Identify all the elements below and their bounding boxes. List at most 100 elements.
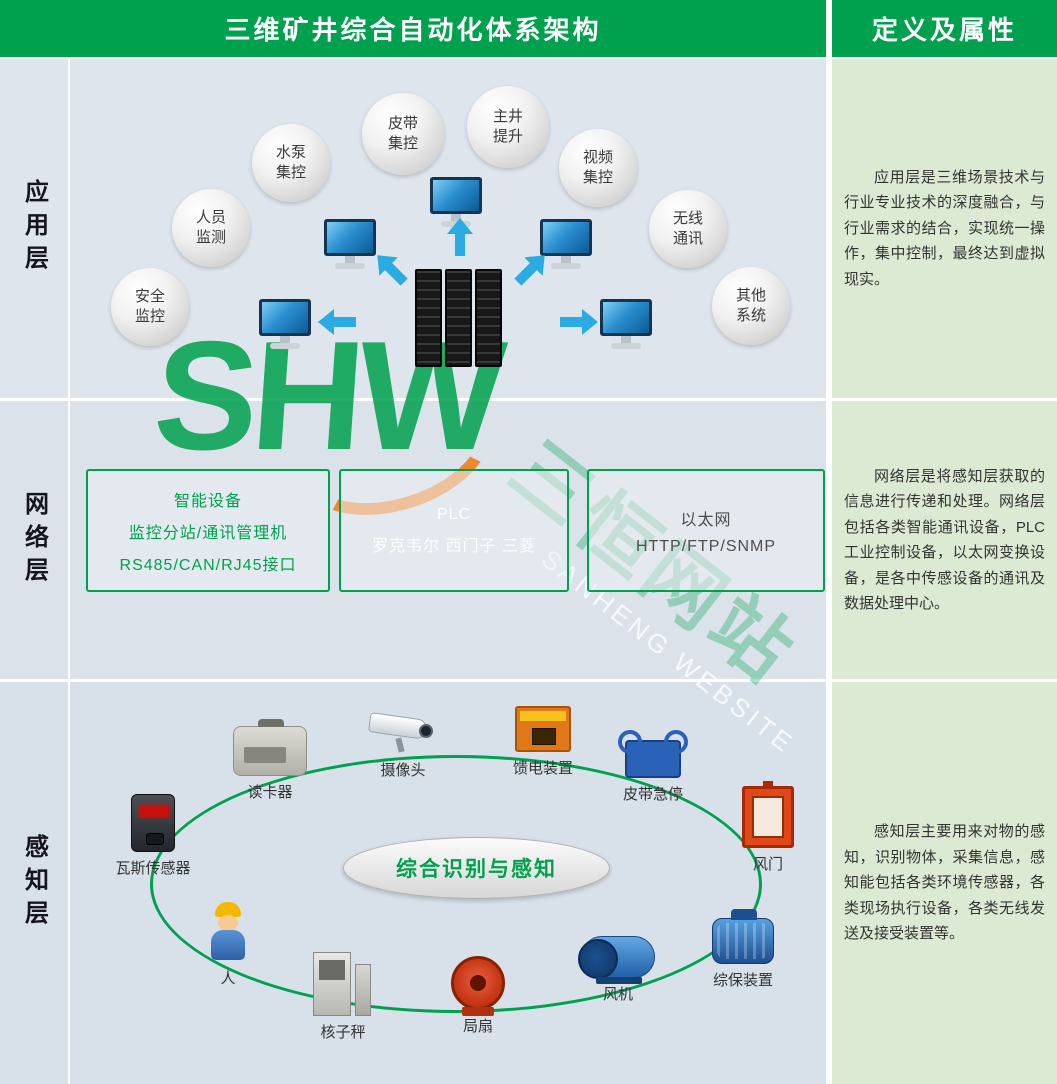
network-box-line: HTTP/FTP/SNMP [635,537,777,555]
device-label: 瓦斯传感器 [115,860,191,877]
device-label: 核子秤 [320,1024,366,1041]
network-box-plc: PLC 罗克韦尔 西门子 三菱 [339,469,569,592]
gas-sensor-icon [131,794,175,852]
belt-stop-icon [618,730,688,778]
column-divider [826,401,832,679]
device-belt-stop: 皮带急停 [608,730,698,804]
app-bubble: 人员监测 [172,189,250,267]
header-divider [826,0,832,57]
network-layer-description: 网络层是将感知层获取的信息进行传递和处理。网络层包括各类智能通讯设备，PLC工业… [832,401,1057,679]
protection-device-icon [712,909,774,964]
device-local-fan: 局扇 [433,956,523,1036]
main-title: 三维矿井综合自动化体系架构 [0,0,826,57]
app-bubble: 水泵集控 [252,124,330,202]
network-layer-label: 网络层 [0,401,70,679]
network-layer-content: 智能设备 监控分站/通讯管理机 RS485/CAN/RJ45接口 PLC 罗克韦… [70,401,826,679]
application-layer-row: 应用层 安全监控 人员监测 水泵集控 皮带集控 主井提升 视频集控 无线通讯 其… [0,59,1057,398]
device-gas-sensor: 瓦斯传感器 [108,794,198,878]
app-bubble: 视频集控 [559,129,637,207]
device-label: 局扇 [462,1018,493,1035]
network-box-line: 以太网 [680,511,732,529]
layer-label-text: 应用层 [20,179,48,278]
monitor-icon [600,299,652,349]
camera-icon [367,710,439,754]
device-label: 读卡器 [247,784,293,801]
description-text: 网络层是将感知层获取的信息进行传递和处理。网络层包括各类智能通讯设备，PLC工业… [844,467,1045,613]
arrow-right-icon [560,309,600,335]
app-bubble: 安全监控 [111,268,189,346]
definition-title-text: 定义及属性 [871,15,1017,45]
app-bubble-label: 主井提升 [492,107,523,145]
air-door-icon [742,781,794,848]
fan-icon [578,936,655,984]
device-feeder: 馈电装置 [498,706,588,778]
device-card-reader: 读卡器 [225,719,315,802]
app-bubble: 皮带集控 [362,93,444,175]
row-divider [0,679,1057,682]
card-reader-icon [233,719,307,776]
device-label: 风机 [602,986,633,1003]
arrow-up-icon [447,216,473,256]
device-label: 综保装置 [712,972,773,989]
monitor-icon [540,219,592,269]
monitor-icon [430,177,482,227]
row-divider [0,57,1057,59]
application-layer-description: 应用层是三维场景技术与行业专业技术的深度融合，与行业需求的结合，实现统一操作，集… [832,59,1057,398]
arrow-left-icon [316,309,356,335]
device-air-door: 风门 [723,781,813,874]
network-layer-row: 网络层 智能设备 监控分站/通讯管理机 RS485/CAN/RJ45接口 PLC… [0,401,1057,679]
network-box-line: PLC [436,505,472,523]
device-label: 人 [220,970,236,987]
perception-center-text: 综合识别与感知 [396,858,557,881]
perception-layer-description: 感知层主要用来对物的感知，识别物体，采集信息，感知能包括各类环境传感器，各类现场… [832,682,1057,1084]
device-label: 皮带急停 [622,786,683,803]
app-bubble-label: 安全监控 [134,287,165,325]
network-box-line: 智能设备 [173,492,242,510]
device-protection: 综保装置 [698,908,788,990]
app-bubble-label: 无线通讯 [672,209,703,247]
perception-layer-label: 感知层 [0,682,70,1084]
device-fan: 风机 [573,936,663,1004]
main-title-text: 三维矿井综合自动化体系架构 [224,15,602,45]
monitor-icon [259,299,311,349]
feeder-icon [515,706,571,752]
layer-label-text: 网络层 [20,490,48,590]
device-person: 人 [183,902,273,988]
perception-layer-content: 综合识别与感知 瓦斯传感器 读卡器 摄像头 馈电装置 皮带急停 [70,682,826,1084]
network-box-smart-devices: 智能设备 监控分站/通讯管理机 RS485/CAN/RJ45接口 [86,469,330,592]
network-box-ethernet: 以太网 HTTP/FTP/SNMP [587,469,825,592]
app-bubble-label: 其他系统 [735,286,766,324]
app-bubble-label: 人员监测 [195,208,226,246]
perception-layer-row: 感知层 综合识别与感知 瓦斯传感器 读卡器 摄像头 馈电装置 [0,682,1057,1084]
header: 三维矿井综合自动化体系架构 定义及属性 [0,0,1057,57]
device-label: 馈电装置 [512,760,573,777]
person-icon [206,902,250,962]
device-camera: 摄像头 [358,710,448,780]
row-divider [0,398,1057,401]
monitor-icon [324,219,376,269]
app-bubble: 其他系统 [712,267,790,345]
app-bubble-label: 皮带集控 [387,114,418,152]
perception-center: 综合识别与感知 [343,837,610,899]
local-fan-icon [451,956,505,1016]
network-box-line: 罗克韦尔 西门子 三菱 [372,537,536,555]
perception-ring [150,755,762,1013]
column-divider [826,682,832,1084]
column-divider [826,59,832,398]
app-bubble-label: 视频集控 [582,148,613,186]
application-layer-content: 安全监控 人员监测 水泵集控 皮带集控 主井提升 视频集控 无线通讯 其他系统 [70,59,826,398]
description-text: 感知层主要用来对物的感知，识别物体，采集信息，感知能包括各类环境传感器，各类现场… [844,823,1045,943]
device-label: 风门 [752,856,783,873]
description-text: 应用层是三维场景技术与行业专业技术的深度融合，与行业需求的结合，实现统一操作，集… [844,168,1045,288]
app-bubble: 无线通讯 [649,190,727,268]
server-rack-icon [415,269,502,367]
network-box-line: 监控分站/通讯管理机 [128,524,288,542]
nuclear-scale-icon [313,952,373,1016]
layer-label-text: 感知层 [20,833,48,933]
definition-title: 定义及属性 [832,0,1057,57]
device-nuclear-scale: 核子秤 [298,952,388,1042]
application-layer-label: 应用层 [0,59,70,398]
app-bubble: 主井提升 [467,86,549,168]
device-label: 摄像头 [380,762,426,779]
